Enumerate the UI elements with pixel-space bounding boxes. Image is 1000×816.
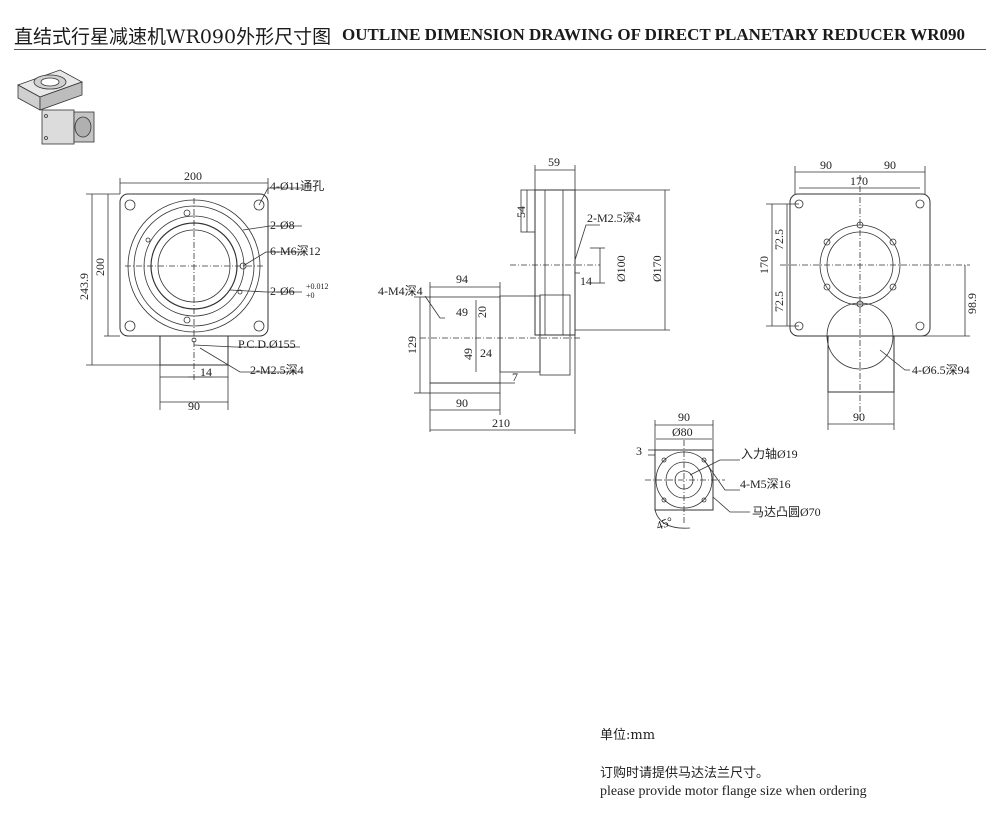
label-motor-boss: 马达凸圆Ø70 xyxy=(752,505,821,519)
label-input-tapped: 4-M5深16 xyxy=(740,477,791,491)
unit-note: 单位:mm xyxy=(600,728,656,743)
label-mount-holes: 4-Ø6.5深94 xyxy=(912,363,970,377)
dim-side-14: 14 xyxy=(580,274,592,288)
side-view xyxy=(414,165,670,434)
dim-input-dia-80: Ø80 xyxy=(672,425,693,439)
dim-height-243: 243.9 xyxy=(77,273,91,300)
label-pcd: P.C.D.Ø155 xyxy=(238,337,296,351)
dim-input-3: 3 xyxy=(636,444,642,458)
title-underline xyxy=(14,49,986,50)
label-dowel: 2-Ø6 xyxy=(270,284,295,298)
title-bar: 直结式行星减速机WR090外形尺寸图 OUTLINE DIMENSION DRA… xyxy=(14,22,986,52)
label-holes: 4-Ø11通孔 xyxy=(270,179,324,193)
title-chinese: 直结式行星减速机WR090外形尺寸图 xyxy=(14,26,332,48)
dim-49-upper: 49 xyxy=(456,305,468,319)
dim-210: 210 xyxy=(492,416,510,430)
dim-height-170: 170 xyxy=(757,256,771,274)
title-english: OUTLINE DIMENSION DRAWING OF DIRECT PLAN… xyxy=(342,25,965,44)
isometric-thumbnail xyxy=(17,69,95,145)
dim-half-right-90: 90 xyxy=(884,158,896,172)
dim-width-200: 200 xyxy=(184,169,202,183)
dim-7: 7 xyxy=(512,370,518,384)
dim-base-90: 90 xyxy=(188,399,200,413)
dim-129: 129 xyxy=(405,336,419,354)
dim-dia-100: Ø100 xyxy=(614,255,628,282)
label-side-tapped: 2-M2.5深4 xyxy=(587,211,641,225)
dim-flange-54: 54 xyxy=(514,206,528,218)
top-view-labels: 90 90 170 170 72.5 72.5 98.9 4-Ø6.5深94 9… xyxy=(757,158,979,424)
dim-top-59: 59 xyxy=(548,155,560,169)
input-flange-view xyxy=(645,420,750,529)
dim-dia-170: Ø170 xyxy=(650,255,664,282)
dim-width-170: 170 xyxy=(850,174,868,188)
dim-20: 20 xyxy=(475,306,489,318)
order-note-english: please provide motor flange size when or… xyxy=(600,784,867,799)
label-dowel-tol-lower: +0 xyxy=(306,291,315,300)
label-tapped-small: 2-M2.5深4 xyxy=(250,363,304,377)
dim-offset-14: 14 xyxy=(200,365,212,379)
dim-upper-72-5: 72.5 xyxy=(772,229,786,250)
label-motor-tapped: 4-M4深4 xyxy=(378,284,423,298)
front-view-labels: 200 243.9 200 4-Ø11通孔 2-Ø8 6-M6深12 2-Ø6 … xyxy=(77,169,329,413)
dim-bottom-90: 90 xyxy=(853,410,865,424)
dim-49-lower: 49 xyxy=(461,348,475,360)
label-dowel-tol-upper: +0.012 xyxy=(306,282,329,291)
dim-side-90: 90 xyxy=(456,396,468,410)
order-note-chinese: 订购时请提供马达法兰尺寸。 xyxy=(600,766,770,781)
top-view xyxy=(766,166,970,430)
dim-height-200: 200 xyxy=(93,258,107,276)
dim-98-9: 98.9 xyxy=(965,293,979,314)
input-view-labels: 90 Ø80 3 入力轴Ø19 4-M5深16 马达凸圆Ø70 45° xyxy=(636,410,821,533)
label-pin-holes: 2-Ø8 xyxy=(270,218,295,232)
dim-input-90: 90 xyxy=(678,410,690,424)
front-view xyxy=(86,178,302,410)
label-tapped-holes: 6-M6深12 xyxy=(270,244,321,258)
label-angle-45: 45° xyxy=(654,514,675,533)
dim-motor-94: 94 xyxy=(456,272,468,286)
dim-half-left-90: 90 xyxy=(820,158,832,172)
side-view-labels: 59 54 2-M2.5深4 Ø100 Ø170 14 4-M4深4 94 49… xyxy=(378,155,664,430)
label-input-shaft: 入力轴Ø19 xyxy=(741,446,798,461)
dim-lower-72-5: 72.5 xyxy=(772,291,786,312)
dim-24: 24 xyxy=(480,346,492,360)
